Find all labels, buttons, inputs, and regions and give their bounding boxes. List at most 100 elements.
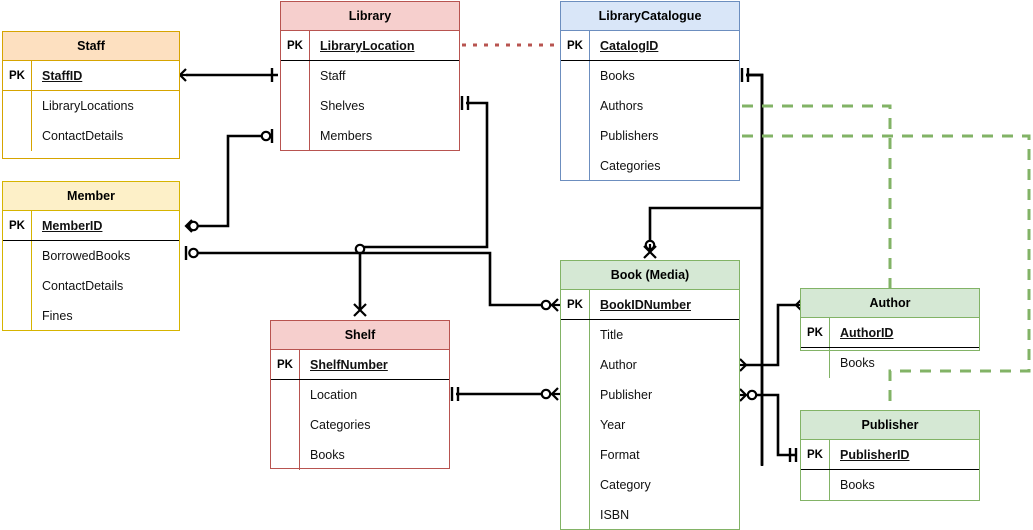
entity-book-media-attr-4: Format [600, 448, 640, 462]
pk-spacer [561, 410, 590, 440]
entity-book-media[interactable]: Book (Media) PK BookIDNumber Title Autho… [560, 260, 740, 530]
pk-label: PK [801, 318, 830, 347]
pk-label: PK [561, 31, 590, 60]
link-member-library [184, 129, 274, 233]
entity-library-attr-0: Staff [320, 69, 346, 83]
link-staff-library [178, 68, 278, 82]
entity-library-catalogue[interactable]: LibraryCatalogue PK CatalogID Books Auth… [560, 1, 740, 181]
entity-staff-pk-row: PK StaffID [3, 61, 179, 91]
entity-author-pk: AuthorID [840, 326, 894, 340]
pk-spacer [281, 91, 310, 121]
entity-author-attr-0: Books [840, 356, 875, 370]
entity-library-catalogue-attr-row: Books [561, 61, 739, 91]
entity-book-media-attr-row: ISBN [561, 500, 739, 530]
link-shelf-book [450, 387, 560, 401]
entity-library-attr-row: Members [281, 121, 459, 151]
entity-book-media-attr-row: Title [561, 320, 739, 350]
entity-library-catalogue-attr-row: Categories [561, 151, 739, 181]
entity-library-catalogue-attr-3: Categories [600, 159, 661, 173]
pk-spacer [561, 91, 590, 121]
pk-label: PK [281, 31, 310, 60]
entity-shelf-attr-row: Books [271, 440, 449, 470]
entity-book-media-attr-0: Title [600, 328, 624, 342]
pk-spacer [3, 91, 32, 121]
pk-spacer [271, 410, 300, 440]
pk-spacer [561, 350, 590, 380]
entity-shelf-attr-0: Location [310, 388, 358, 402]
entity-book-media-attr-row: Format [561, 440, 739, 470]
entity-library-catalogue-attr-0: Books [600, 69, 635, 83]
pk-spacer [561, 470, 590, 500]
entity-member-pk-row: PK MemberID [3, 211, 179, 241]
entity-book-media-attr-1: Author [600, 358, 637, 372]
pk-label: PK [561, 290, 590, 319]
entity-shelf[interactable]: Shelf PK ShelfNumber Location Categories… [270, 320, 450, 470]
entity-library-catalogue-title: LibraryCatalogue [561, 2, 739, 31]
entity-library-attr-2: Members [320, 129, 373, 143]
entity-member-pk: MemberID [42, 219, 103, 233]
pk-spacer [801, 470, 830, 500]
entity-member-attr-row: Fines [3, 301, 179, 331]
entity-book-media-attr-3: Year [600, 418, 626, 432]
pk-label: PK [3, 211, 32, 240]
entity-author-attr-row: Books [801, 348, 979, 378]
entity-member-attr-row: BorrowedBooks [3, 241, 179, 271]
link-catalogue-authors-dashed [742, 104, 892, 288]
entity-staff-attr-1: ContactDetails [42, 129, 124, 143]
entity-publisher[interactable]: Publisher PK PublisherID Books [800, 410, 980, 501]
entity-library-catalogue-attr-row: Publishers [561, 121, 739, 151]
pk-spacer [561, 121, 590, 151]
entity-shelf-attr-2: Books [310, 448, 345, 462]
entity-staff-title: Staff [3, 32, 179, 61]
entity-author[interactable]: Author PK AuthorID Books [800, 288, 980, 378]
entity-staff-attr-0: LibraryLocations [42, 99, 134, 113]
pk-spacer [3, 271, 32, 301]
entity-publisher-pk: PublisherID [840, 448, 910, 462]
pk-label: PK [3, 61, 32, 90]
entity-book-media-attr-row: Publisher [561, 380, 739, 410]
entity-book-media-attr-6: ISBN [600, 508, 630, 522]
entity-library-pk-row: PK LibraryLocation [281, 31, 459, 61]
entity-library-catalogue-attr-1: Authors [600, 99, 644, 113]
entity-book-media-title: Book (Media) [561, 261, 739, 290]
entity-author-title: Author [801, 289, 979, 318]
entity-library-title: Library [281, 2, 459, 31]
pk-spacer [3, 301, 32, 331]
entity-library-catalogue-attr-row: Authors [561, 91, 739, 121]
entity-staff-attr-row: ContactDetails [3, 121, 179, 151]
entity-publisher-pk-row: PK PublisherID [801, 440, 979, 470]
pk-label: PK [271, 350, 300, 379]
link-member-book [184, 246, 560, 312]
pk-spacer [3, 241, 32, 271]
entity-library-catalogue-pk-row: PK CatalogID [561, 31, 739, 61]
pk-spacer [561, 440, 590, 470]
entity-member-attr-2: Fines [42, 309, 73, 323]
entity-book-media-attr-5: Category [600, 478, 651, 492]
entity-publisher-title: Publisher [801, 411, 979, 440]
pk-spacer [3, 121, 32, 151]
entity-member-attr-0: BorrowedBooks [42, 249, 131, 263]
entity-book-media-pk: BookIDNumber [600, 298, 691, 312]
pk-label: PK [801, 440, 830, 469]
pk-spacer [271, 380, 300, 410]
entity-book-media-pk-row: PK BookIDNumber [561, 290, 739, 320]
entity-book-media-attr-row: Author [561, 350, 739, 380]
pk-spacer [281, 121, 310, 151]
pk-spacer [561, 500, 590, 530]
link-book-publisher [738, 388, 798, 462]
entity-shelf-pk-row: PK ShelfNumber [271, 350, 449, 380]
pk-spacer [271, 440, 300, 470]
entity-member-title: Member [3, 182, 179, 211]
entity-book-media-attr-2: Publisher [600, 388, 653, 402]
entity-library[interactable]: Library PK LibraryLocation Staff Shelves… [280, 1, 460, 151]
entity-book-media-attr-row: Year [561, 410, 739, 440]
entity-author-pk-row: PK AuthorID [801, 318, 979, 348]
entity-member-attr-row: ContactDetails [3, 271, 179, 301]
pk-spacer [281, 61, 310, 91]
entity-staff[interactable]: Staff PK StaffID LibraryLocations Contac… [2, 31, 180, 159]
pk-spacer [561, 61, 590, 91]
pk-spacer [561, 320, 590, 350]
entity-member[interactable]: Member PK MemberID BorrowedBooks Contact… [2, 181, 180, 331]
entity-shelf-attr-row: Location [271, 380, 449, 410]
